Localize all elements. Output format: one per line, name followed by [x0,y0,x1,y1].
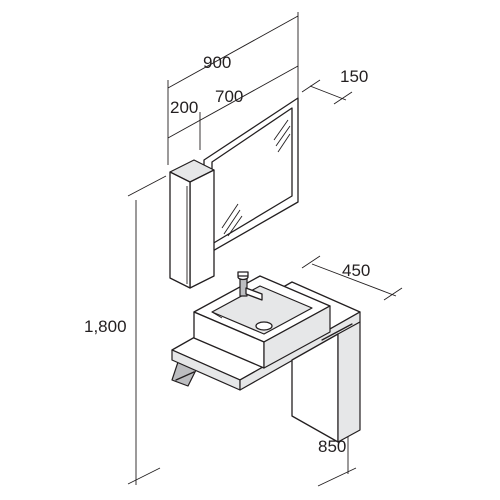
faucet-handle [237,271,249,277]
mirror-frame [203,97,299,257]
ext-line-floor [127,467,161,485]
cabinet-front [169,171,191,289]
dimension-labels: 900 200 700 150 450 1,800 850 [84,53,370,456]
label-cabinet-width: 200 [170,98,198,117]
reflection-hatch [221,203,239,229]
reflection-hatch [223,209,241,235]
dim-line-900 [167,15,299,89]
mirror [203,97,299,257]
faucet-spout [245,287,263,301]
ext-line-150a [301,79,321,93]
dim-line-700 [167,65,299,139]
reflection-hatch [275,125,291,147]
reflection-hatch [227,215,243,237]
label-total-width: 900 [203,53,231,72]
tall-cabinet [169,159,215,289]
drain-icon [255,321,273,331]
leg-panel-side [337,321,361,443]
dim-line-450 [311,263,397,297]
ext-line-top [127,175,167,197]
label-counter-depth: 450 [342,261,370,280]
cabinet-side [189,169,215,289]
ext-line-150b [333,91,353,105]
reflection-hatch [273,119,289,141]
basin [193,271,331,369]
basin-side [263,305,331,369]
label-total-height: 1,800 [84,317,127,336]
ext-line-floor-right [317,467,357,487]
bracket-line [175,371,195,381]
ext-line-450a [301,255,321,269]
dimension-lines [127,12,403,487]
drawer-slot [321,323,353,341]
label-mirror-width: 700 [215,87,243,106]
dim-line-150 [309,85,347,101]
ext-line-450b [383,287,403,301]
label-mirror-depth: 150 [340,67,368,86]
bowl-inner-edge [211,311,223,319]
label-counter-height: 850 [318,437,346,456]
reflection-hatch [277,133,291,153]
